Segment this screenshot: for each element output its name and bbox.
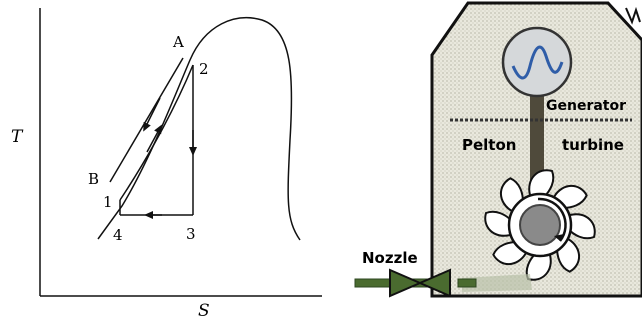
arrow-a-b [143, 97, 161, 132]
arrow-1-2 [146, 124, 162, 153]
line-a-b [109, 57, 184, 183]
ts-diagram-canvas: A B 1 2 3 4 T S [11, 8, 322, 321]
pelton-label: Pelton [462, 136, 516, 154]
wheel-hub [519, 204, 561, 246]
saturation-dome [97, 16, 301, 241]
label-4: 4 [113, 226, 123, 244]
rotation-arrowhead-icon [554, 234, 564, 241]
label-2: 2 [199, 60, 209, 78]
bucket [566, 213, 596, 240]
sine-wave-icon [511, 45, 564, 80]
x-axis-label: S [198, 301, 210, 321]
water-jet [462, 274, 532, 292]
pelton-turbine-diagram: Generator Pelton turbine Nozzle [350, 0, 642, 323]
y-axis-label: T [11, 127, 24, 147]
label-3: 3 [186, 225, 196, 243]
label-a: A [172, 33, 184, 51]
nozzle-label: Nozzle [362, 249, 418, 267]
bucket [484, 210, 514, 237]
ts-diagram: A B 1 2 3 4 T S [11, 8, 322, 321]
label-b: B [88, 170, 99, 188]
bucket [528, 169, 555, 199]
process-1-2 [119, 64, 194, 201]
pelton-wheel [484, 169, 596, 281]
nozzle-valve-icon [389, 268, 451, 298]
turbine-canvas: Generator Pelton turbine Nozzle [354, 1, 642, 298]
generator-label: Generator [546, 98, 626, 114]
turbine-label: turbine [562, 136, 624, 154]
label-1: 1 [103, 193, 113, 211]
nozzle-pipe-outlet [457, 278, 477, 288]
generator-icon [501, 26, 573, 98]
casing-corner-mark [625, 6, 641, 25]
